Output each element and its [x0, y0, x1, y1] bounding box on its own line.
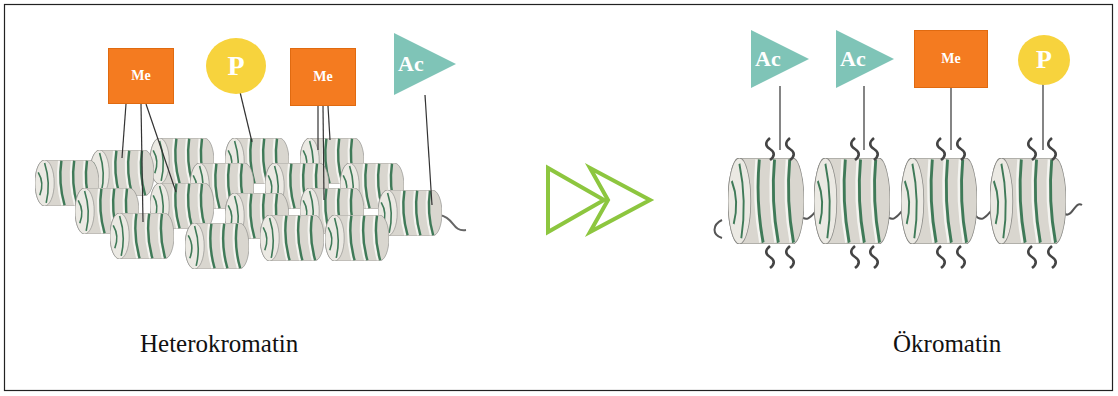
- acetyl-mark: Ac: [394, 33, 456, 95]
- methyl-mark: Me: [914, 30, 988, 88]
- mark-label: Me: [941, 52, 960, 66]
- mark-label: Me: [313, 70, 332, 84]
- methyl-mark: Me: [290, 48, 356, 106]
- mark-label: P: [1036, 47, 1052, 73]
- phospho-mark: P: [1018, 35, 1070, 85]
- acetyl-mark: Ac: [751, 30, 809, 88]
- phospho-mark: P: [206, 38, 266, 94]
- euchromatin-fiber: [715, 138, 1083, 268]
- mark-label: Ac: [398, 53, 424, 75]
- frame-border: [5, 5, 1113, 391]
- transition-arrow: [548, 168, 650, 232]
- mark-label: Ac: [840, 48, 866, 70]
- heterochromatin-cluster: [35, 138, 466, 269]
- mark-label: P: [227, 52, 244, 80]
- chromatin-state-label: Ökromatin: [893, 330, 1001, 358]
- chromatin-state-label: Heterokromatin: [140, 330, 298, 358]
- acetyl-mark: Ac: [836, 30, 894, 88]
- mark-label: Me: [131, 69, 150, 83]
- mark-label: Ac: [755, 48, 781, 70]
- methyl-mark: Me: [108, 48, 174, 104]
